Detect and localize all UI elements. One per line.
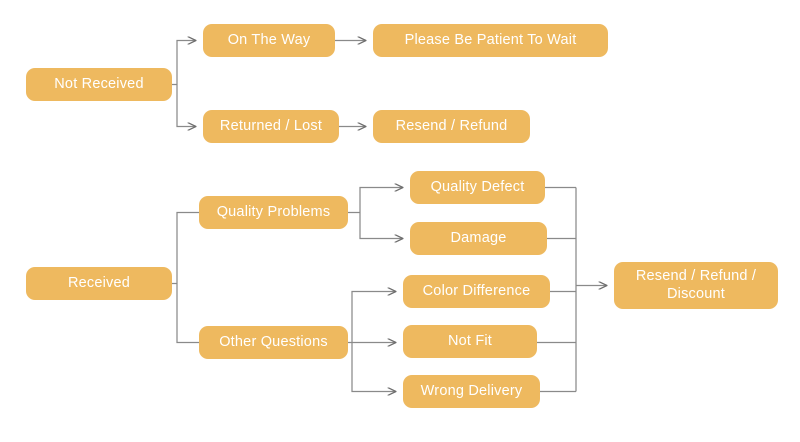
node-label: On The Way <box>227 31 311 48</box>
node-wrong-delivery[interactable]: Wrong Delivery <box>403 375 540 408</box>
node-damage[interactable]: Damage <box>410 222 547 255</box>
node-label: Received <box>67 274 131 291</box>
node-quality-problems[interactable]: Quality Problems <box>199 196 348 229</box>
edge-quality-problems-to-quality-defect <box>359 188 403 213</box>
node-label: Not Fit <box>447 332 493 349</box>
node-label: Quality Problems <box>216 203 331 220</box>
edge-received-to-other-questions <box>176 283 199 344</box>
node-label: Quality Defect <box>430 178 525 195</box>
node-not-fit[interactable]: Not Fit <box>403 325 537 358</box>
node-other-questions[interactable]: Other Questions <box>199 326 348 359</box>
node-received[interactable]: Received <box>26 267 172 300</box>
node-quality-defect[interactable]: Quality Defect <box>410 171 545 204</box>
node-please-be-patient-to-wait[interactable]: Please Be Patient To Wait <box>373 24 608 57</box>
edge-other-questions-to-wrong-delivery <box>351 342 396 392</box>
node-not-received[interactable]: Not Received <box>26 68 172 101</box>
node-label: Returned / Lost <box>219 117 323 134</box>
node-label: Not Received <box>54 75 144 92</box>
node-label: Wrong Delivery <box>420 382 523 399</box>
node-on-the-way[interactable]: On The Way <box>203 24 335 57</box>
node-label: Color Difference <box>422 282 531 299</box>
edge-quality-problems-to-damage <box>359 212 403 239</box>
node-resend-refund-discount[interactable]: Resend / Refund / Discount <box>614 262 778 309</box>
edge-other-questions-to-color-difference <box>351 292 396 343</box>
edge-received-to-quality-problems <box>176 211 199 284</box>
node-label: Other Questions <box>219 333 328 350</box>
edge-not-received-to-returned-lost <box>176 84 196 127</box>
node-resend-refund[interactable]: Resend / Refund <box>373 110 530 143</box>
node-label: Resend / Refund <box>395 117 508 134</box>
node-label: Resend / Refund / Discount <box>635 268 757 302</box>
node-color-difference[interactable]: Color Difference <box>403 275 550 308</box>
node-returned-lost[interactable]: Returned / Lost <box>203 110 339 143</box>
node-label: Please Be Patient To Wait <box>404 31 577 48</box>
node-label: Damage <box>450 229 507 246</box>
edge-not-received-to-on-the-way <box>176 41 196 85</box>
